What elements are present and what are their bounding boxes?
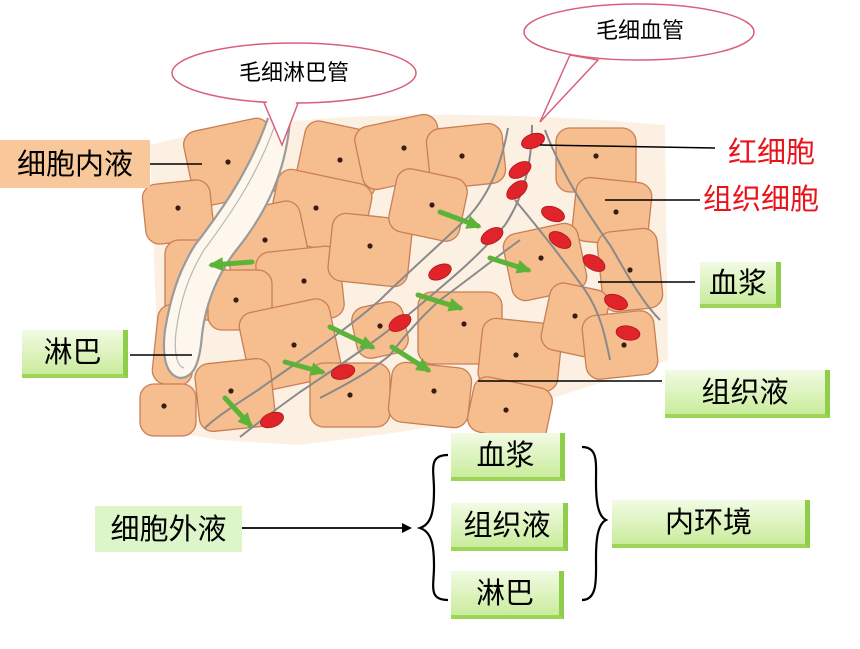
- red-blood-cell-label: 红细胞: [728, 134, 816, 169]
- cell-nucleus: [313, 205, 319, 211]
- extracellular-fluid-label: 细胞外液: [95, 506, 242, 552]
- tissue-cell: [327, 212, 413, 288]
- cell-nucleus: [367, 243, 373, 249]
- blood-capillary-lower: [319, 239, 521, 399]
- cell-nucleus: [613, 209, 619, 215]
- lymph-label: 淋巴: [22, 330, 128, 378]
- diffusion-arrow-head: [309, 362, 326, 376]
- internal-environment-label: 内环境: [612, 500, 810, 548]
- red-blood-cell: [508, 161, 532, 179]
- cell-nucleus: [429, 202, 435, 208]
- bracket-item-plasma: 血浆: [451, 433, 565, 481]
- capillary-bubble-tail-cover: [545, 57, 594, 115]
- cell-nucleus: [228, 388, 234, 394]
- cell-nucleus: [593, 153, 599, 159]
- red-blood-cell: [541, 205, 565, 223]
- red-blood-cell: [480, 227, 504, 245]
- red-blood-cell: [506, 180, 528, 200]
- red-blood-cell: [615, 325, 641, 341]
- red-blood-cell: [388, 314, 412, 332]
- diffusion-arrows: [208, 209, 532, 428]
- diffusion-arrow-head: [447, 298, 464, 312]
- tissue-fluid-label: 组织液: [665, 370, 830, 418]
- diffusion-arrow-head: [465, 215, 482, 229]
- bracket-item-lymph: 淋巴: [451, 571, 564, 619]
- diffusion-arrow-head: [237, 412, 253, 428]
- cell-nucleus: [161, 403, 167, 409]
- cell-nucleus: [347, 392, 353, 398]
- capillary-label: 毛细血管: [595, 19, 684, 44]
- cell-nucleus: [225, 159, 231, 165]
- cell-nucleus: [175, 205, 181, 211]
- tissue-cell: [425, 122, 507, 190]
- intracellular-fluid-label: 细胞内液: [0, 140, 150, 188]
- lymph-bubble-tail-cover: [266, 100, 297, 140]
- cell-nucleus: [301, 278, 307, 284]
- tissue-cell: [581, 310, 659, 380]
- tissue-cell: [139, 383, 197, 437]
- left-curly-brace: [416, 453, 449, 602]
- cell-nucleus: [401, 145, 407, 151]
- cell-nucleus: [572, 313, 578, 319]
- capillary-bubble: [523, 3, 755, 61]
- cell-nucleus: [627, 267, 633, 273]
- red-blood-cell: [521, 132, 545, 150]
- red-blood-cell: [260, 411, 284, 429]
- diffusion-arrow-head: [208, 257, 224, 272]
- red-blood-cell: [582, 254, 606, 272]
- lymph-vessel-label: 毛细淋巴管: [238, 61, 349, 86]
- cell-nucleus: [538, 255, 544, 261]
- blood-capillary-right-b: [514, 199, 611, 361]
- tissue-cell: [194, 357, 276, 433]
- cell-nucleus: [431, 388, 437, 394]
- cell-nucleus: [503, 407, 509, 413]
- cell-nucleus: [621, 342, 627, 348]
- diffusion-arrow-head: [359, 335, 376, 349]
- cell-nucleus: [262, 237, 268, 243]
- red-blood-cell: [604, 293, 628, 311]
- cell-nucleus: [459, 153, 465, 159]
- tissue-cell: [388, 168, 468, 242]
- red-blood-cell: [548, 231, 572, 249]
- cell-nucleus: [337, 157, 343, 163]
- extracellular-arrowhead: [402, 523, 412, 533]
- blood-capillary-right: [544, 129, 661, 321]
- red-blood-cell: [428, 263, 452, 281]
- lymph-capillary-inner: [174, 121, 277, 369]
- lymph-capillary: [162, 117, 292, 380]
- red-blood-cells: [260, 132, 641, 429]
- tissue-cell-label: 组织细胞: [703, 181, 820, 216]
- blood-capillary-upper: [204, 127, 509, 429]
- diffusion-arrow-head: [515, 260, 532, 274]
- cell-nucleus: [377, 323, 383, 329]
- leader-rbc: [539, 144, 716, 149]
- cell-nucleus: [291, 342, 297, 348]
- right-curly-brace: [581, 445, 609, 602]
- red-blood-cell: [330, 364, 356, 380]
- plasma-label: 血浆: [700, 262, 781, 308]
- diffusion-arrow-head: [414, 358, 432, 373]
- bracket-item-tissue-fluid: 组织液: [451, 503, 568, 551]
- cell-nucleus: [233, 297, 239, 303]
- tissue-cell: [387, 361, 473, 429]
- cell-nucleus: [461, 321, 467, 327]
- cell-nucleus: [513, 352, 519, 358]
